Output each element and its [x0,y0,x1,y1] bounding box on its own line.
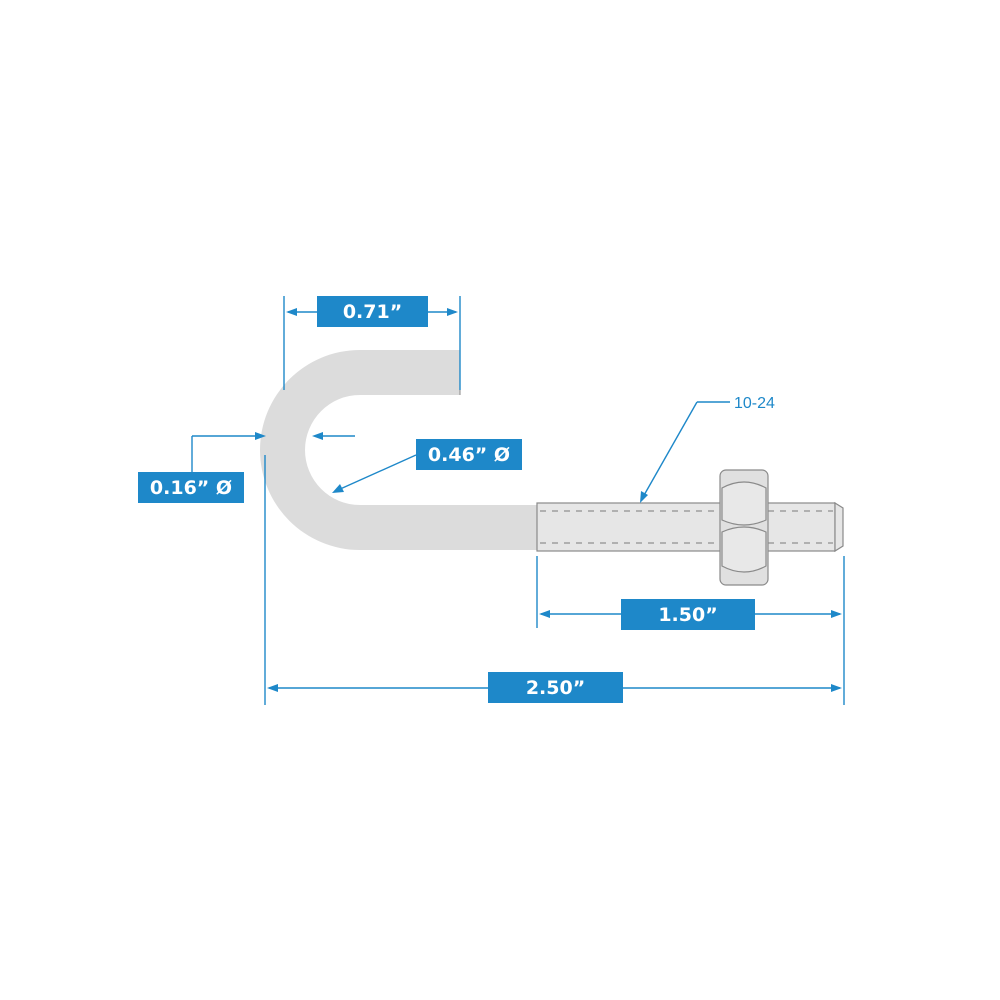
dimension-lines [191,296,845,705]
label-thread-length-box [621,599,755,630]
label-wire-diameter-box [138,472,244,503]
label-inner-diameter-box [416,439,522,470]
arrow-thread [640,491,648,503]
arrow-wire-diameter-outer [255,432,266,440]
hex-nut-facet-bottom [721,526,767,573]
leader-thread-diagonal [642,401,698,498]
label-inner-diameter-text: 0.46” Ø [428,444,510,466]
j-hook-body [260,350,537,550]
label-hook-width-box [317,296,428,327]
label-overall-length-text: 2.50” [526,677,585,699]
arrow-thread-length-left [539,610,550,618]
label-wire-diameter: 0.16” Ø [138,472,244,503]
dimension-labels: 0.71” 0.16” Ø 0.46” Ø 1.50” 2.50” 10-24 [138,296,775,703]
arrow-overall-left [267,684,278,692]
label-hook-width: 0.71” [317,296,428,327]
hex-nut [719,469,769,586]
threaded-rod-body [536,502,836,552]
arrow-thread-length-right [831,610,842,618]
arrow-wire-diameter-inner [312,432,323,440]
label-thread-length: 1.50” [621,599,755,630]
leader-inner-diameter [337,454,417,491]
label-hook-width-text: 0.71” [343,301,402,323]
arrow-inner-diameter [332,484,344,493]
arrow-hook-width-left [286,308,297,316]
label-overall-length-box [488,672,623,703]
label-inner-diameter: 0.46” Ø [416,439,522,470]
rod-tip [834,501,844,553]
threaded-rod [536,501,844,553]
arrow-hook-width-right [447,308,458,316]
label-overall-length: 2.50” [488,672,623,703]
label-wire-diameter-text: 0.16” Ø [150,477,232,499]
hex-nut-facet-top [721,481,767,526]
j-bolt-part [260,350,844,586]
arrow-overall-right [831,684,842,692]
label-thread-length-text: 1.50” [658,604,717,626]
thread-size-callout: 10-24 [734,395,775,412]
